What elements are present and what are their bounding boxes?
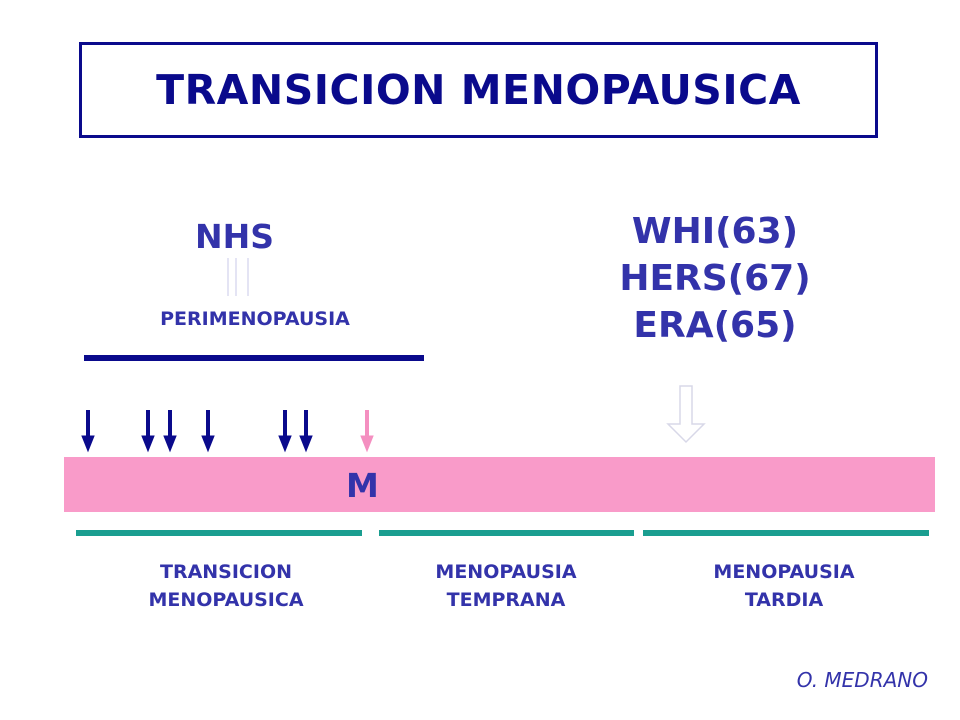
- phase-line-transition: [76, 530, 362, 536]
- phase-line-late: [643, 530, 929, 536]
- trials-outline-arrow-icon: [666, 385, 706, 444]
- navy-arrow-icon: [163, 410, 177, 453]
- navy-arrow-icon: [299, 410, 313, 453]
- navy-arrow-icon: [81, 410, 95, 453]
- perimenopause-line: [84, 355, 424, 361]
- trials-list: WHI(63) HERS(67) ERA(65): [590, 208, 840, 349]
- trial-hers: HERS(67): [619, 258, 811, 299]
- phase-label-late: MENOPAUSIA TARDIA: [713, 561, 855, 611]
- nhs-label: NHS: [195, 217, 275, 256]
- trial-era: ERA(65): [633, 305, 797, 346]
- trial-whi: WHI(63): [631, 211, 799, 252]
- phase-line-early: [379, 530, 634, 536]
- phase-label-early: MENOPAUSIA TEMPRANA: [435, 561, 577, 611]
- navy-arrow-icon: [141, 410, 155, 453]
- navy-arrow-icon: [278, 410, 292, 453]
- pink-arrow-icon: [360, 410, 374, 453]
- menopause-marker: M: [346, 466, 379, 505]
- nhs-outline-arrow-icon: [227, 258, 249, 296]
- perimenopause-label: PERIMENOPAUSIA: [160, 308, 350, 330]
- navy-arrow-icon: [201, 410, 215, 453]
- title-box: TRANSICION MENOPAUSICA: [79, 42, 878, 138]
- author-credit: O. MEDRANO: [796, 668, 928, 692]
- slide-title: TRANSICION MENOPAUSICA: [156, 66, 801, 114]
- timeline-band: [64, 457, 935, 512]
- phase-label-transition: TRANSICION MENOPAUSICA: [148, 561, 304, 611]
